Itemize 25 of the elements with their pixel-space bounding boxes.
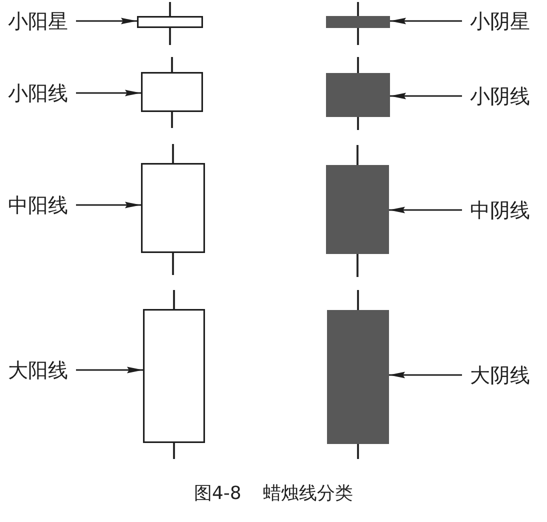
candle-type-label: 大阴线 — [470, 363, 530, 387]
candle-type-label: 小阳线 — [8, 81, 68, 105]
arrow — [389, 206, 462, 214]
candle-type-label: 大阳线 — [8, 358, 68, 382]
hollow-candlestick — [141, 144, 205, 275]
candle-type-label: 中阴线 — [470, 198, 530, 222]
filled-candlestick — [326, 57, 390, 130]
hollow-candlestick — [137, 2, 203, 45]
arrow — [389, 372, 462, 378]
filled-candlestick — [327, 290, 389, 459]
hollow-candlestick — [141, 57, 203, 128]
candle-type-label: 小阳星 — [8, 9, 68, 33]
arrow — [390, 92, 462, 100]
arrow — [390, 18, 462, 24]
figure-caption: 图4-8 蜡烛线分类 — [194, 483, 354, 504]
arrow — [76, 202, 141, 208]
arrow — [76, 366, 143, 374]
filled-candlestick — [326, 2, 390, 45]
arrow — [76, 90, 141, 96]
hollow-candlestick — [143, 290, 205, 459]
candle-type-label: 中阳线 — [8, 193, 68, 217]
filled-candlestick — [326, 145, 389, 277]
arrow — [76, 18, 137, 24]
candle-type-label: 小阴星 — [470, 9, 530, 33]
candle-type-label: 小阴线 — [470, 84, 530, 108]
